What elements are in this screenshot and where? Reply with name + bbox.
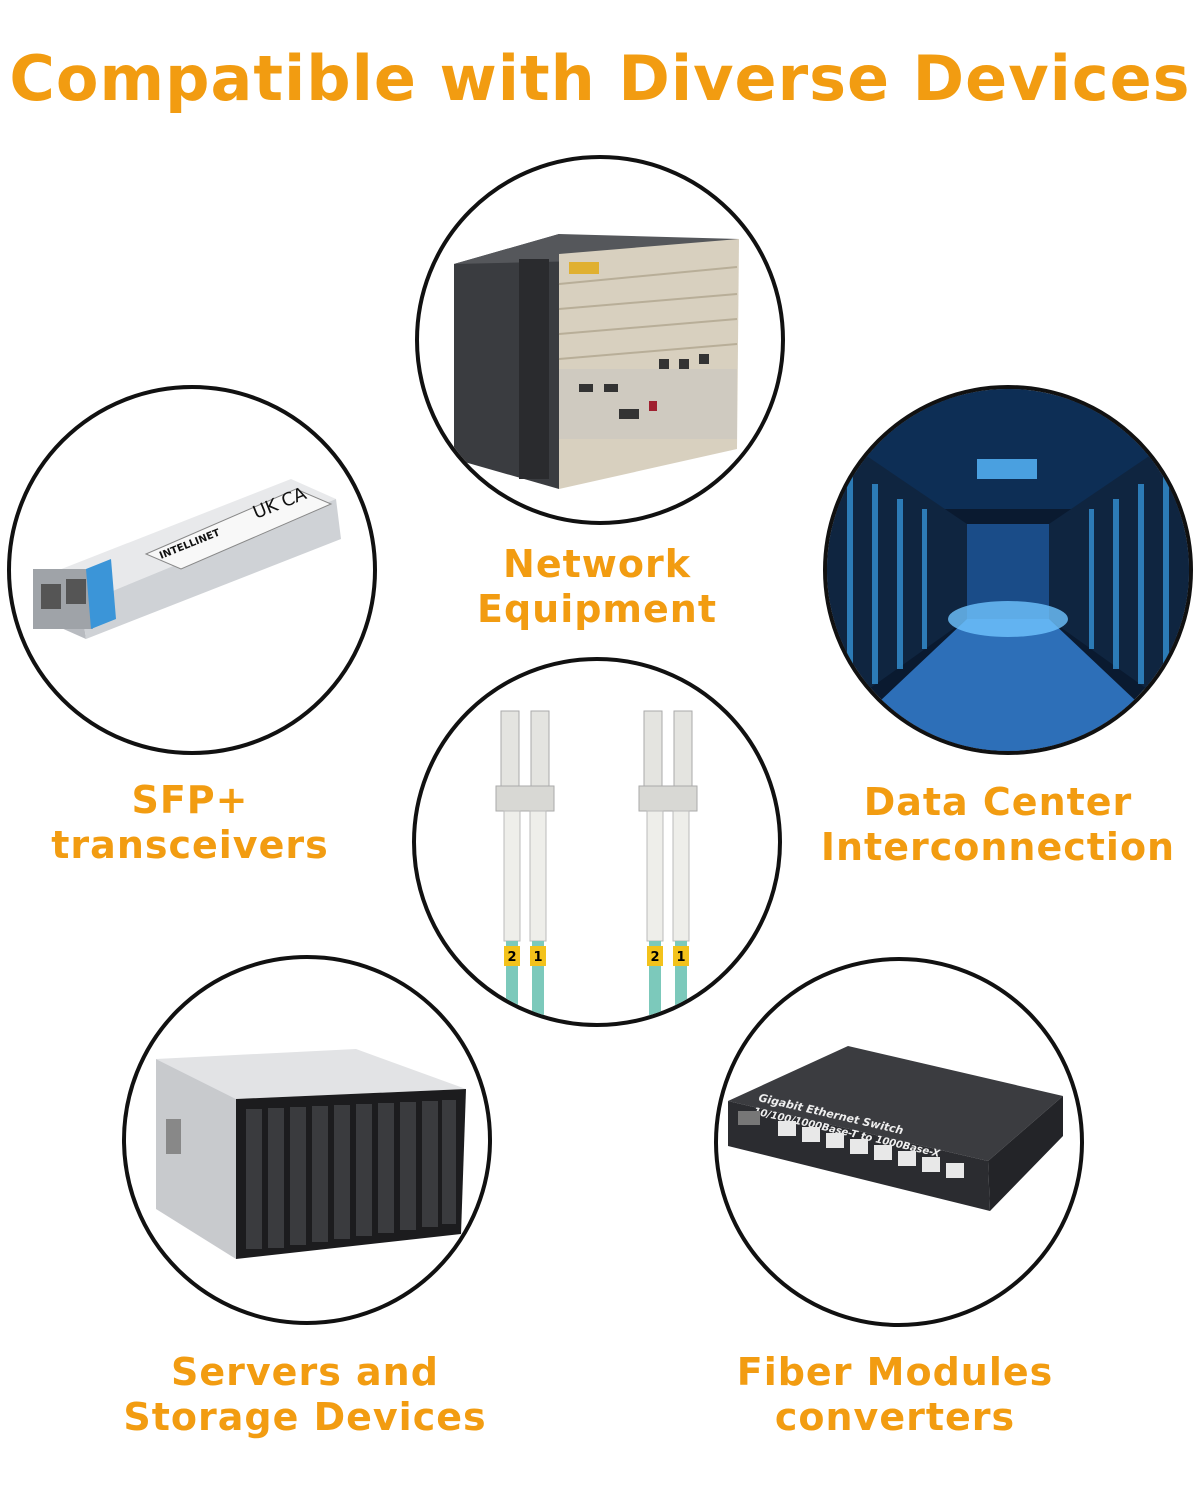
label-line: Fiber Modules [736,1350,1054,1394]
server-room-icon [827,389,1189,751]
connector-label: 2 [507,950,516,965]
servers-storage-label: Servers and Storage Devices [105,1350,505,1440]
fiber-cable-image: 2 1 2 1 [412,657,782,1027]
servers-storage-image [122,955,492,1325]
label-line: Servers and [171,1350,439,1394]
label-line: converters [774,1395,1016,1439]
fiber-modules-label: Fiber Modules converters [695,1350,1095,1440]
sfp-transceiver-image: INTELLINET UK CA [7,385,377,755]
data-center-image [823,385,1193,755]
lc-fiber-patch-cable-icon: 2 1 2 1 [495,710,698,1023]
ethernet-switch-icon: Gigabit Ethernet Switch 10/100/1000Base-… [728,1046,1063,1211]
sfp-transceivers-label: SFP+ transceivers [10,778,370,868]
ethernet-switch-image: Gigabit Ethernet Switch 10/100/1000Base-… [714,957,1084,1327]
label-line: SFP+ [131,778,249,822]
label-line: Storage Devices [123,1395,487,1439]
network-equipment-image [415,155,785,525]
data-center-label: Data Center Interconnection [808,780,1188,870]
label-line: Equipment [476,587,718,631]
storage-server-icon [156,1049,466,1259]
label-line: transceivers [51,823,329,867]
connector-label: 1 [676,950,685,965]
sfp-transceiver-icon: INTELLINET UK CA [33,479,341,639]
connector-label: 2 [650,950,659,965]
network-chassis-icon [454,234,739,489]
label-line: Interconnection [820,825,1176,869]
connector-label: 1 [533,950,542,965]
page-title: Compatible with Diverse Devices [9,42,1191,115]
label-line: Data Center [863,780,1133,824]
network-equipment-label: Network Equipment [417,542,777,632]
label-line: Network [503,542,691,586]
